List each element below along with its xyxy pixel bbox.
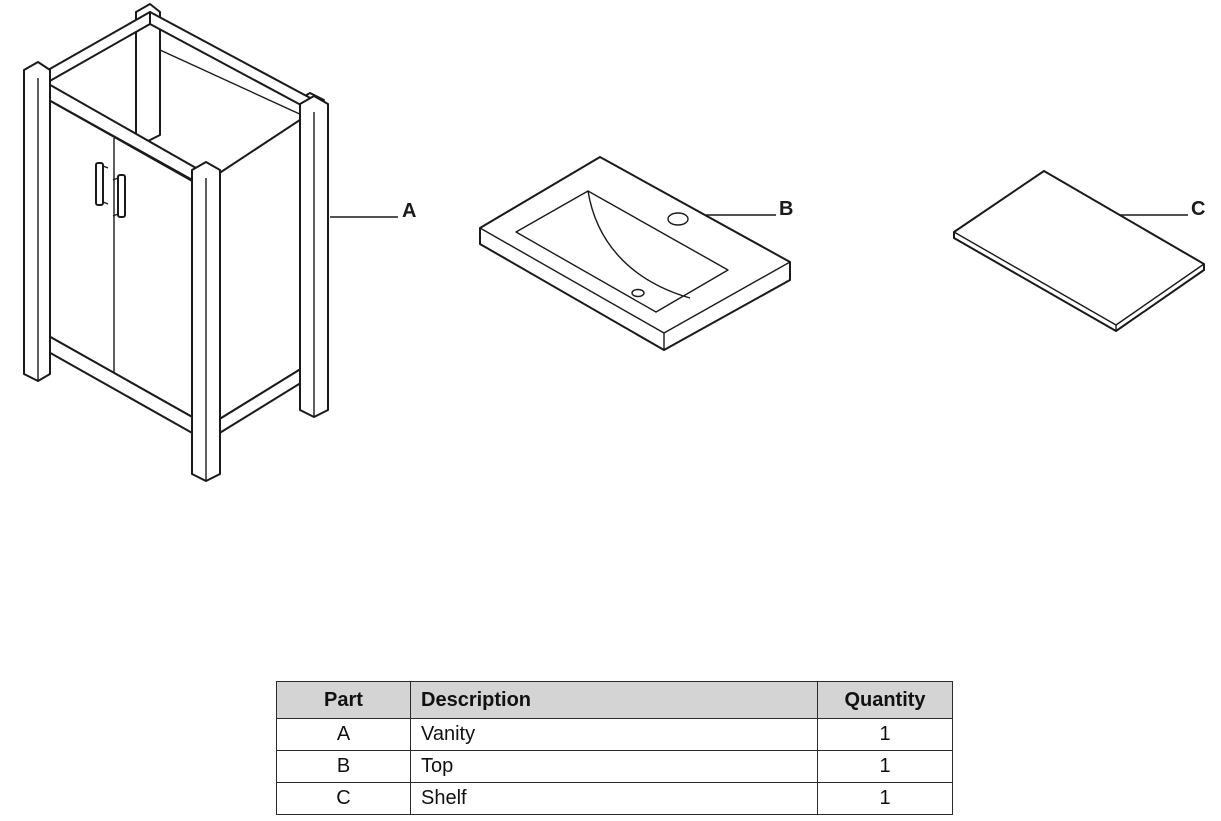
- header-quantity: Quantity: [817, 681, 953, 719]
- cell-description: Vanity: [410, 718, 818, 751]
- cell-part: A: [276, 718, 411, 751]
- cell-description: Shelf: [410, 782, 818, 815]
- callout-label-a: A: [402, 200, 416, 222]
- cell-quantity: 1: [817, 782, 953, 815]
- parts-table: Part Description Quantity A Vanity 1 B T…: [276, 681, 953, 815]
- header-part: Part: [276, 681, 411, 719]
- shelf-illustration: C: [953, 170, 1205, 332]
- cell-part: B: [276, 750, 411, 783]
- cell-description: Top: [410, 750, 818, 783]
- table-row: C Shelf 1: [276, 782, 953, 815]
- cell-quantity: 1: [817, 750, 953, 783]
- header-description: Description: [410, 681, 818, 719]
- callout-label-c: C: [1191, 198, 1205, 220]
- table-row: A Vanity 1: [276, 718, 953, 751]
- top-illustration: B: [479, 156, 793, 351]
- table-header-row: Part Description Quantity: [276, 681, 953, 719]
- cell-part: C: [276, 782, 411, 815]
- callout-label-b: B: [779, 198, 793, 220]
- vanity-illustration: A: [23, 3, 416, 482]
- table-row: B Top 1: [276, 750, 953, 783]
- cell-quantity: 1: [817, 718, 953, 751]
